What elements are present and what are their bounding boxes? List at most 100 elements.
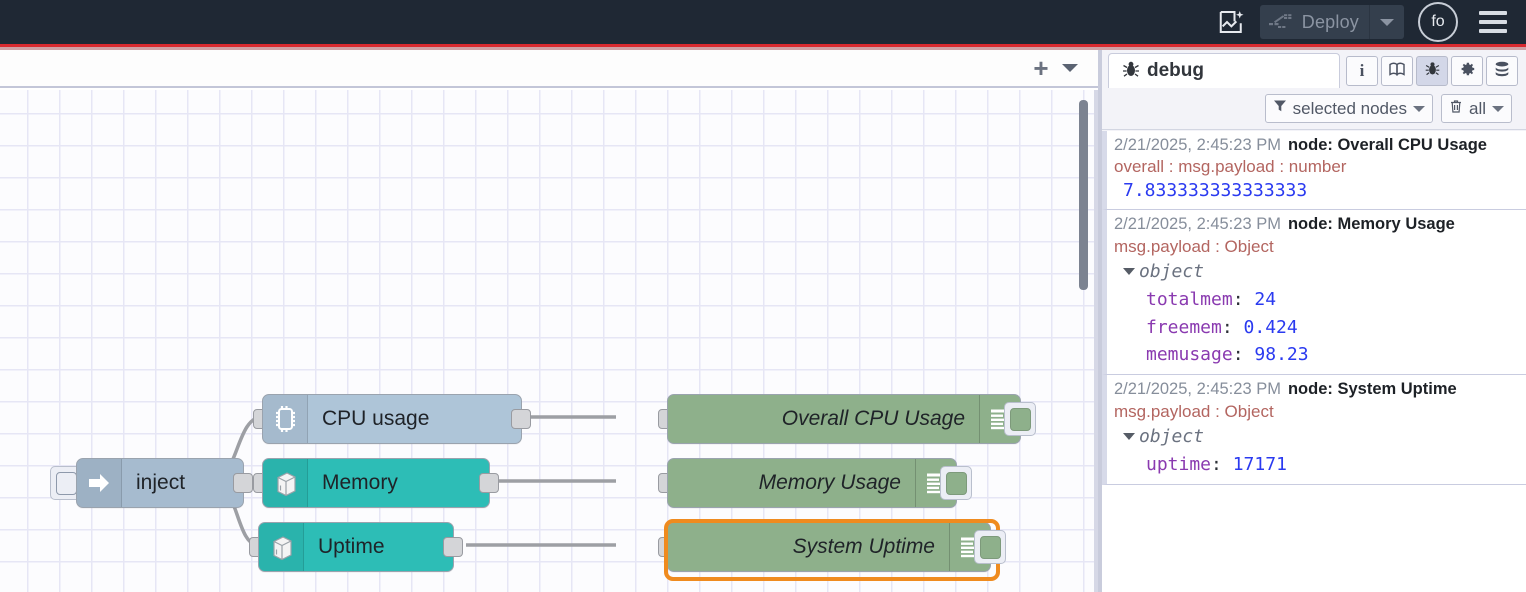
canvas-vertical-scrollbar[interactable] [1079,100,1088,290]
sidebar: debug i [1102,50,1526,592]
debug-source-node[interactable]: node: Memory Usage [1287,215,1455,234]
debug-tab-button[interactable] [1416,56,1448,86]
debug-object-toggle[interactable]: object [1114,423,1522,451]
debug-clear-button[interactable]: all [1440,94,1512,123]
node-cpu-usage-label: CPU usage [322,407,430,430]
header-accent-line-2 [0,47,1526,50]
avatar-initials: fo [1431,13,1445,30]
uptime-output-port[interactable] [443,537,463,557]
node-cpu-usage-body[interactable]: CPU usage [262,394,522,444]
info-tab-button[interactable]: i [1346,56,1378,86]
node-uptime-label: Uptime [318,535,385,558]
header-accent-line [0,44,1526,47]
inject-output-port[interactable] [233,473,253,493]
node-overall-cpu-usage-label: Overall CPU Usage [781,407,965,430]
debug-property-value: 98.23 [1254,344,1309,366]
cpu-output-port[interactable] [511,409,531,429]
flow-list-caret-icon[interactable] [1056,53,1084,83]
help-tab-button[interactable] [1381,56,1413,86]
flow-sparkle-icon[interactable] [1212,5,1252,39]
deploy-icon [1260,12,1302,32]
triangle-down-icon [1123,268,1135,276]
debug-filter-label: selected nodes [1292,98,1407,118]
debug-value: 7.833333333333333 [1123,180,1308,202]
node-inject-label: inject [136,471,186,494]
debug-message-header: 2/21/2025, 2:45:23 PM node: Overall CPU U… [1114,134,1522,156]
debug-message-header: 2/21/2025, 2:45:23 PM node: System Uptime [1114,378,1522,400]
debug-object-property: memusage: 98.23 [1146,344,1309,366]
debug-lines-icon [979,395,1020,443]
debug-property-value: 24 [1254,288,1277,310]
canvas-right-edge [1094,90,1098,592]
debug-topic: msg.payload : Object [1114,236,1274,256]
deploy-dropdown-caret[interactable] [1370,5,1404,39]
filter-icon [1273,99,1287,118]
debug-timestamp: 2/21/2025, 2:45:23 PM [1114,136,1281,154]
context-tab-button[interactable] [1486,56,1518,86]
debug-message[interactable]: 2/21/2025, 2:45:23 PM node: Overall CPU U… [1102,131,1526,211]
add-flow-button[interactable]: + [1033,53,1049,83]
memory-output-port[interactable] [479,473,499,493]
node-memory-usage-label: Memory Usage [758,471,901,494]
node-inject-body[interactable]: inject [76,458,244,508]
debug-toolbar: selected nodes all [1102,88,1526,130]
debug-property-value: 0.424 [1243,316,1298,338]
bug-icon [1121,59,1141,84]
info-icon: i [1359,61,1365,80]
server-box-icon [263,459,308,507]
arrow-right-icon [77,459,122,507]
debug-topic: overall : msg.payload : number [1114,157,1347,177]
stack-icon [1493,60,1511,83]
sidebar-more-caret-icon[interactable] [1521,57,1526,85]
cpu-chip-icon [263,395,308,443]
overall-cpu-debug-toggle[interactable] [1004,402,1036,436]
debug-timestamp: 2/21/2025, 2:45:23 PM [1114,215,1281,234]
debug-topic: msg.payload : Object [1114,401,1274,421]
node-memory-usage-body[interactable]: Memory Usage [667,458,957,508]
debug-property-value: 17171 [1232,453,1287,475]
system-uptime-debug-toggle[interactable] [974,530,1006,564]
debug-message[interactable]: 2/21/2025, 2:45:23 PM node: System Uptime… [1102,375,1526,485]
debug-message-list[interactable]: 2/21/2025, 2:45:23 PM node: Overall CPU U… [1102,131,1526,592]
sidebar-resize-handle[interactable] [1098,50,1102,592]
deploy-button[interactable]: Deploy [1259,5,1404,39]
debug-message-header: 2/21/2025, 2:45:23 PM node: Memory Usage [1114,213,1522,235]
debug-filter-button[interactable]: selected nodes [1264,94,1433,123]
flow-tab-bar: + [0,50,1098,88]
debug-object-label: object [1139,260,1205,282]
debug-property-key: freemem [1146,316,1222,338]
debug-property-key: uptime [1146,453,1212,475]
node-memory-body[interactable]: Memory [262,458,490,508]
flow-canvas[interactable]: inject [0,90,1098,592]
debug-object-property: totalmem: 24 [1146,288,1277,310]
debug-object-toggle[interactable]: object [1114,258,1522,286]
trash-icon [1449,99,1463,119]
app-header: Deploy fo [0,0,1526,44]
sidebar-tab-bar: debug i [1102,50,1526,89]
wire-layer [211,415,616,547]
debug-property-key: totalmem [1146,288,1233,310]
hamburger-menu-icon[interactable] [1476,5,1510,39]
debug-clear-label: all [1468,98,1486,118]
debug-object-property: uptime: 17171 [1146,453,1287,475]
debug-source-node[interactable]: node: System Uptime [1287,380,1457,399]
triangle-down-icon [1123,433,1135,441]
debug-property-key: memusage [1146,344,1233,366]
tab-debug[interactable]: debug [1108,53,1340,88]
memory-usage-debug-toggle[interactable] [940,466,972,500]
config-tab-button[interactable] [1451,56,1483,86]
workspace: + [0,50,1098,592]
user-avatar[interactable]: fo [1418,2,1458,42]
node-system-uptime-body[interactable]: System Uptime [667,522,991,572]
debug-object-property: freemem: 0.424 [1146,316,1298,338]
tab-debug-label: debug [1147,60,1204,81]
node-memory-label: Memory [322,471,398,494]
node-overall-cpu-usage-body[interactable]: Overall CPU Usage [667,394,1021,444]
node-uptime-body[interactable]: Uptime [258,522,454,572]
book-icon [1388,61,1406,82]
debug-timestamp: 2/21/2025, 2:45:23 PM [1114,380,1281,399]
debug-source-node[interactable]: node: Overall CPU Usage [1287,136,1487,154]
debug-lines-icon [949,523,990,571]
